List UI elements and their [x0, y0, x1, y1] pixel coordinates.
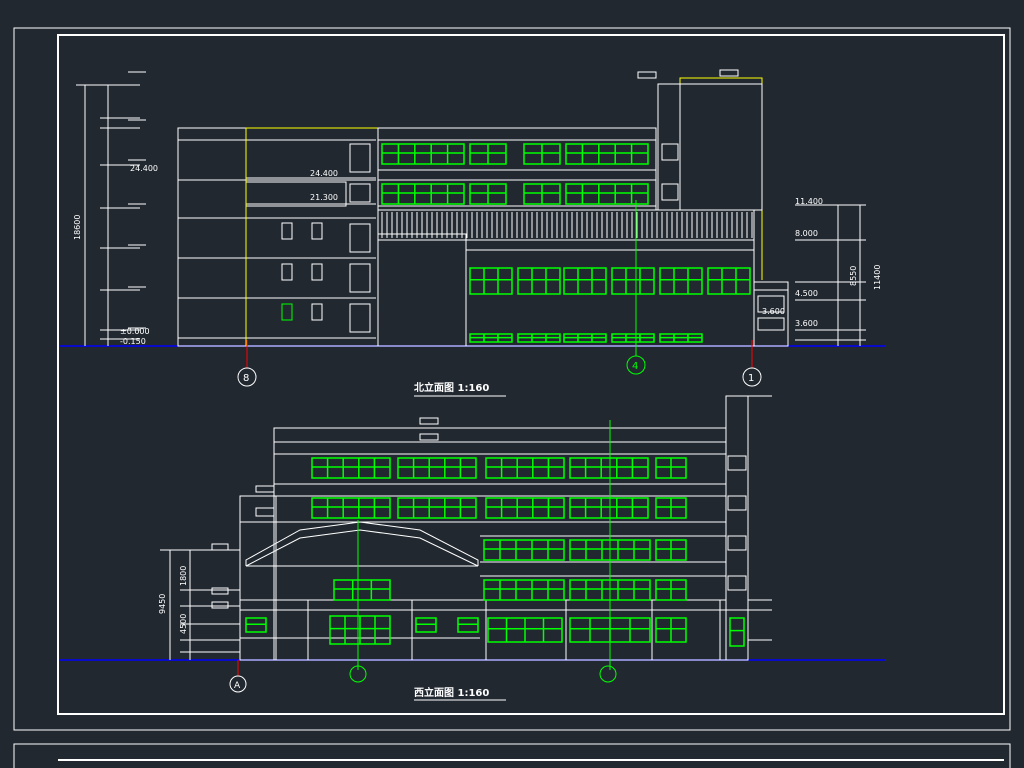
north-annex [753, 281, 789, 347]
north-right-total-2: 11400 [873, 265, 882, 290]
north-right-total-1: 8550 [849, 266, 858, 286]
north-lower-block [465, 239, 755, 347]
window [569, 497, 649, 519]
window [729, 617, 745, 647]
north-entrance-hall [377, 233, 467, 347]
window [483, 579, 565, 601]
west-axis-label-a: A [234, 681, 241, 691]
window [611, 267, 655, 295]
west-elevation [60, 395, 885, 693]
west-axis-marker-c [599, 665, 617, 683]
north-elev-3: -0.150 [120, 337, 146, 346]
north-axis-label-1: 1 [748, 373, 754, 384]
north-axis-label-8: 8 [243, 373, 249, 384]
west-left-dimension [160, 543, 240, 660]
north-inner-elev-2: 21.300 [310, 193, 338, 202]
west-elevation-title: 西立面图 1:160 [414, 686, 489, 699]
west-dim-1: 1800 [179, 566, 188, 586]
north-right-dimension [795, 204, 866, 346]
north-right-elev-2: 8.000 [795, 229, 818, 238]
west-dim-2: 4500 [179, 614, 188, 634]
window [569, 579, 651, 601]
north-axis-marker-1 [742, 367, 762, 387]
window [333, 579, 391, 601]
west-windows [245, 457, 745, 647]
north-elevation-title: 北立面图 1:160 [414, 381, 489, 394]
north-elev-1: 24.400 [130, 164, 158, 173]
window [485, 457, 565, 479]
west-axis-marker-b [349, 665, 367, 683]
west-left-total: 9450 [158, 594, 167, 614]
north-right-elev-1: 11.400 [795, 197, 823, 206]
west-columns [307, 600, 721, 660]
north-elev-2: ±0.000 [120, 327, 150, 336]
west-arched-roof [245, 521, 479, 566]
west-axis-marker-a [229, 675, 247, 693]
north-left-total: 18600 [73, 215, 82, 240]
north-right-elev-3: 4.500 [795, 289, 818, 298]
window [565, 143, 649, 165]
north-axis-marker-4 [626, 355, 646, 375]
window [517, 267, 561, 295]
window [707, 267, 751, 295]
window [569, 539, 651, 561]
window [483, 539, 565, 561]
window [469, 267, 513, 295]
window [485, 497, 565, 519]
window [563, 267, 607, 295]
north-left-dimension [76, 71, 146, 346]
north-elevation [60, 69, 885, 387]
next-sheet-frame [13, 743, 1011, 768]
window [565, 183, 649, 205]
north-upper-outline [245, 127, 657, 346]
north-axis-marker-8 [237, 367, 257, 387]
sheet-inner-frame [57, 34, 1005, 715]
window [311, 497, 391, 519]
window [397, 497, 477, 519]
north-louver-band [377, 209, 755, 241]
west-stair-tower [725, 395, 749, 661]
north-windows [381, 143, 751, 343]
north-axis-label-4: 4 [632, 361, 638, 372]
sheet-outer-frame [13, 27, 1011, 731]
window [569, 457, 649, 479]
window [311, 457, 391, 479]
north-right-elev-4: 3.600 [795, 319, 818, 328]
west-left-annex [239, 495, 277, 661]
north-inner-elev-1: 24.400 [310, 169, 338, 178]
north-inner-elev-3: 3.600 [762, 307, 785, 316]
window [381, 143, 465, 165]
north-left-block [177, 127, 379, 347]
window [381, 183, 465, 205]
north-stair-tower [657, 83, 681, 211]
window [659, 267, 703, 295]
window [397, 457, 477, 479]
